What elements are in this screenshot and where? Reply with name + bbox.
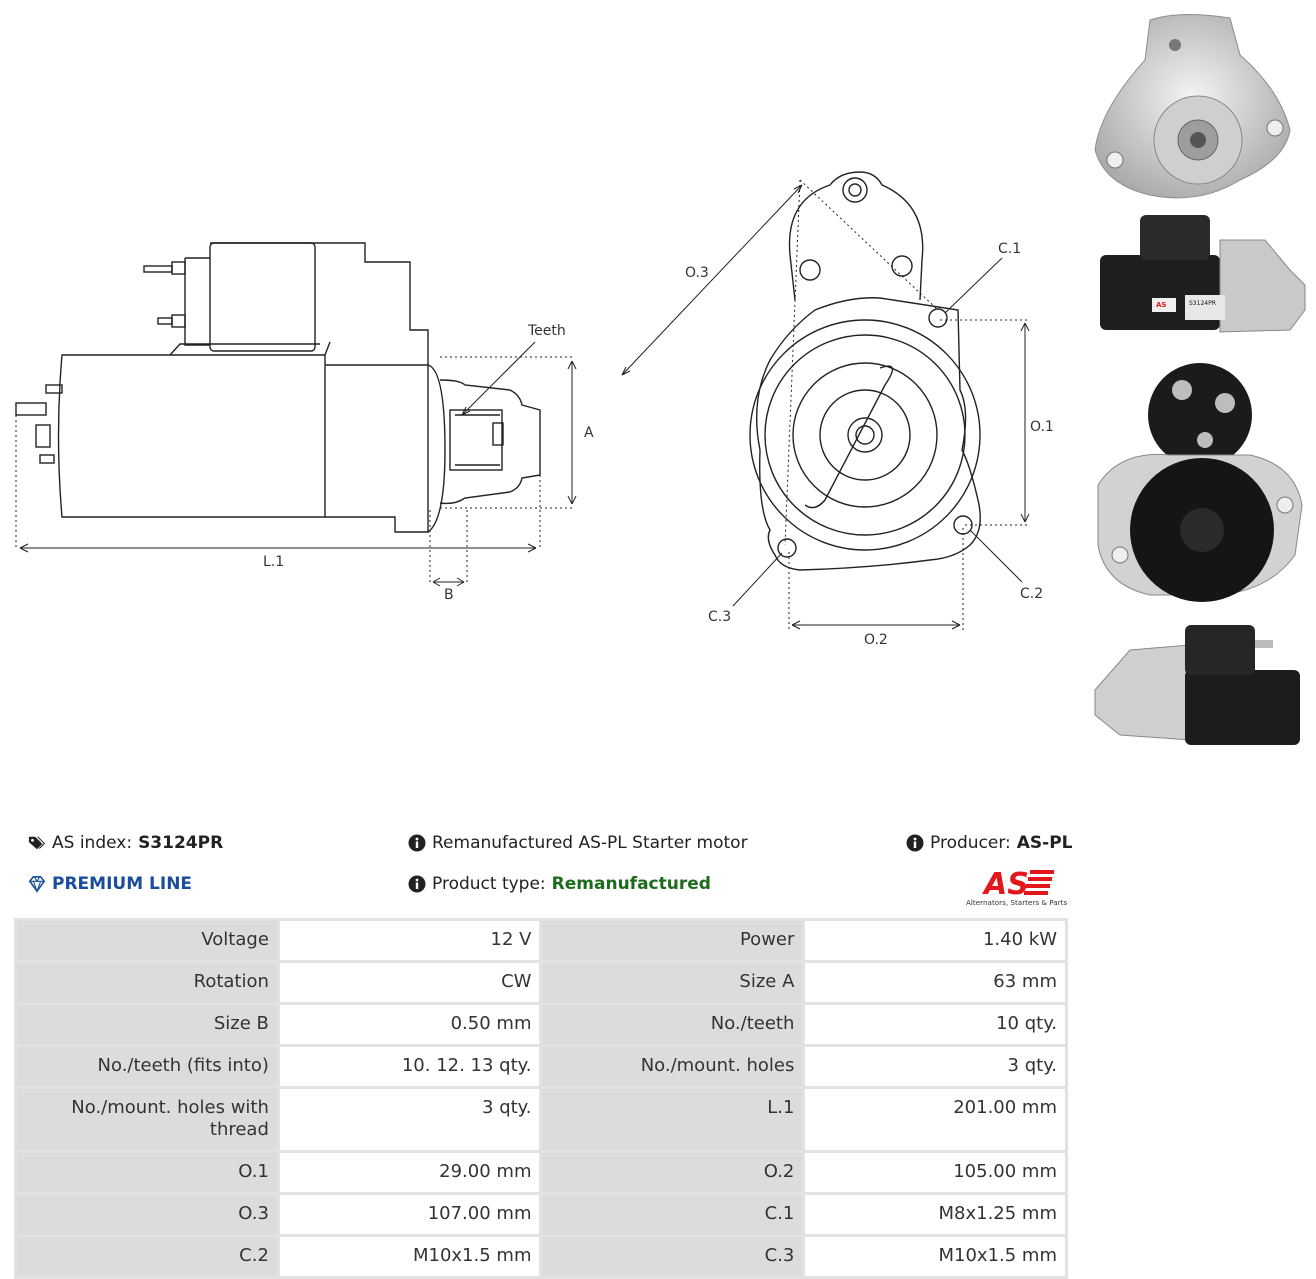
spec-label: L.1 bbox=[539, 1086, 806, 1153]
spec-row: No./teeth (fits into)10. 12. 13 qty.No./… bbox=[14, 1044, 1068, 1089]
spec-label: Size A bbox=[539, 960, 806, 1005]
spec-label: No./mount. holes with thread bbox=[14, 1086, 280, 1153]
as-pl-logo: AS Alternators, Starters & Parts bbox=[966, 867, 1067, 907]
spec-value: M10x1.5 mm bbox=[276, 1234, 543, 1279]
spec-value: 10. 12. 13 qty. bbox=[276, 1044, 543, 1089]
spec-label: No./teeth (fits into) bbox=[14, 1044, 280, 1089]
o1-label: O.1 bbox=[1030, 419, 1054, 435]
spec-label: O.1 bbox=[14, 1150, 280, 1195]
spec-value: 29.00 mm bbox=[276, 1150, 543, 1195]
product-type-label: Product type: bbox=[432, 874, 546, 894]
product-photo-side[interactable]: AS S3124PR bbox=[1090, 210, 1306, 340]
spec-label: O.2 bbox=[539, 1150, 806, 1195]
product-photo-angle[interactable] bbox=[1090, 620, 1306, 755]
spec-value: 0.50 mm bbox=[276, 1002, 543, 1047]
side-view-drawing: Teeth A L.1 B bbox=[15, 242, 594, 603]
c1-label: C.1 bbox=[998, 241, 1021, 257]
product-photo-front[interactable] bbox=[1090, 10, 1306, 210]
spec-label: Voltage bbox=[14, 918, 280, 963]
producer-label: Producer: bbox=[930, 833, 1011, 853]
spec-value: M10x1.5 mm bbox=[802, 1234, 1068, 1279]
dim-l1-label: L.1 bbox=[263, 554, 284, 570]
spec-label: C.3 bbox=[539, 1234, 806, 1279]
logo-text: AS bbox=[982, 867, 1029, 902]
spec-label: Size B bbox=[14, 1002, 280, 1047]
spec-value: 201.00 mm bbox=[802, 1086, 1068, 1153]
product-type: Product type: Remanufactured bbox=[408, 874, 711, 894]
o2-label: O.2 bbox=[864, 632, 888, 648]
spec-value: 12 V bbox=[276, 918, 543, 963]
info-circle-icon bbox=[906, 834, 924, 852]
spec-value: 63 mm bbox=[802, 960, 1068, 1005]
producer: Producer: AS-PL bbox=[906, 833, 1073, 853]
as-index-label: AS index: bbox=[52, 833, 133, 853]
as-index-value: S3124PR bbox=[138, 833, 224, 853]
as-index: AS index: S3124PR bbox=[28, 833, 223, 853]
product-description: Remanufactured AS-PL Starter motor bbox=[408, 833, 748, 853]
spec-label: Power bbox=[539, 918, 806, 963]
dim-a-label: A bbox=[584, 425, 594, 441]
photo-part-label: S3124PR bbox=[1189, 300, 1216, 307]
tags-icon bbox=[28, 836, 46, 850]
info-circle-icon bbox=[408, 834, 426, 852]
product-type-value: Remanufactured bbox=[551, 874, 711, 894]
diamond-icon bbox=[28, 875, 46, 893]
spec-label: C.2 bbox=[14, 1234, 280, 1279]
front-view-drawing: O.3 C.1 O.1 C.2 C.3 O.2 bbox=[621, 171, 1054, 648]
spec-label: C.1 bbox=[539, 1192, 806, 1237]
dim-b-label: B bbox=[444, 587, 454, 603]
spec-value: 1.40 kW bbox=[802, 918, 1068, 963]
premium-line-badge: PREMIUM LINE bbox=[28, 874, 192, 894]
product-photo-rear[interactable] bbox=[1090, 355, 1306, 610]
logo-tagline: Alternators, Starters & Parts bbox=[966, 898, 1067, 907]
spec-value: CW bbox=[276, 960, 543, 1005]
spec-value: 3 qty. bbox=[802, 1044, 1068, 1089]
premium-line-label: PREMIUM LINE bbox=[52, 874, 193, 894]
photo-brand-label: AS bbox=[1156, 301, 1166, 309]
spec-value: 107.00 mm bbox=[276, 1192, 543, 1237]
spec-label: No./mount. holes bbox=[539, 1044, 806, 1089]
spec-label: Rotation bbox=[14, 960, 280, 1005]
o3-label: O.3 bbox=[685, 265, 709, 281]
description-text: Remanufactured AS-PL Starter motor bbox=[432, 833, 748, 853]
spec-value: 3 qty. bbox=[276, 1086, 543, 1153]
spec-label: No./teeth bbox=[539, 1002, 806, 1047]
spec-value: 105.00 mm bbox=[802, 1150, 1068, 1195]
teeth-label: Teeth bbox=[527, 323, 566, 339]
producer-value: AS-PL bbox=[1016, 833, 1073, 853]
spec-label: O.3 bbox=[14, 1192, 280, 1237]
spec-value: 10 qty. bbox=[802, 1002, 1068, 1047]
c3-label: C.3 bbox=[708, 609, 731, 625]
spec-value: M8x1.25 mm bbox=[802, 1192, 1068, 1237]
c2-label: C.2 bbox=[1020, 586, 1043, 602]
info-circle-icon bbox=[408, 875, 426, 893]
